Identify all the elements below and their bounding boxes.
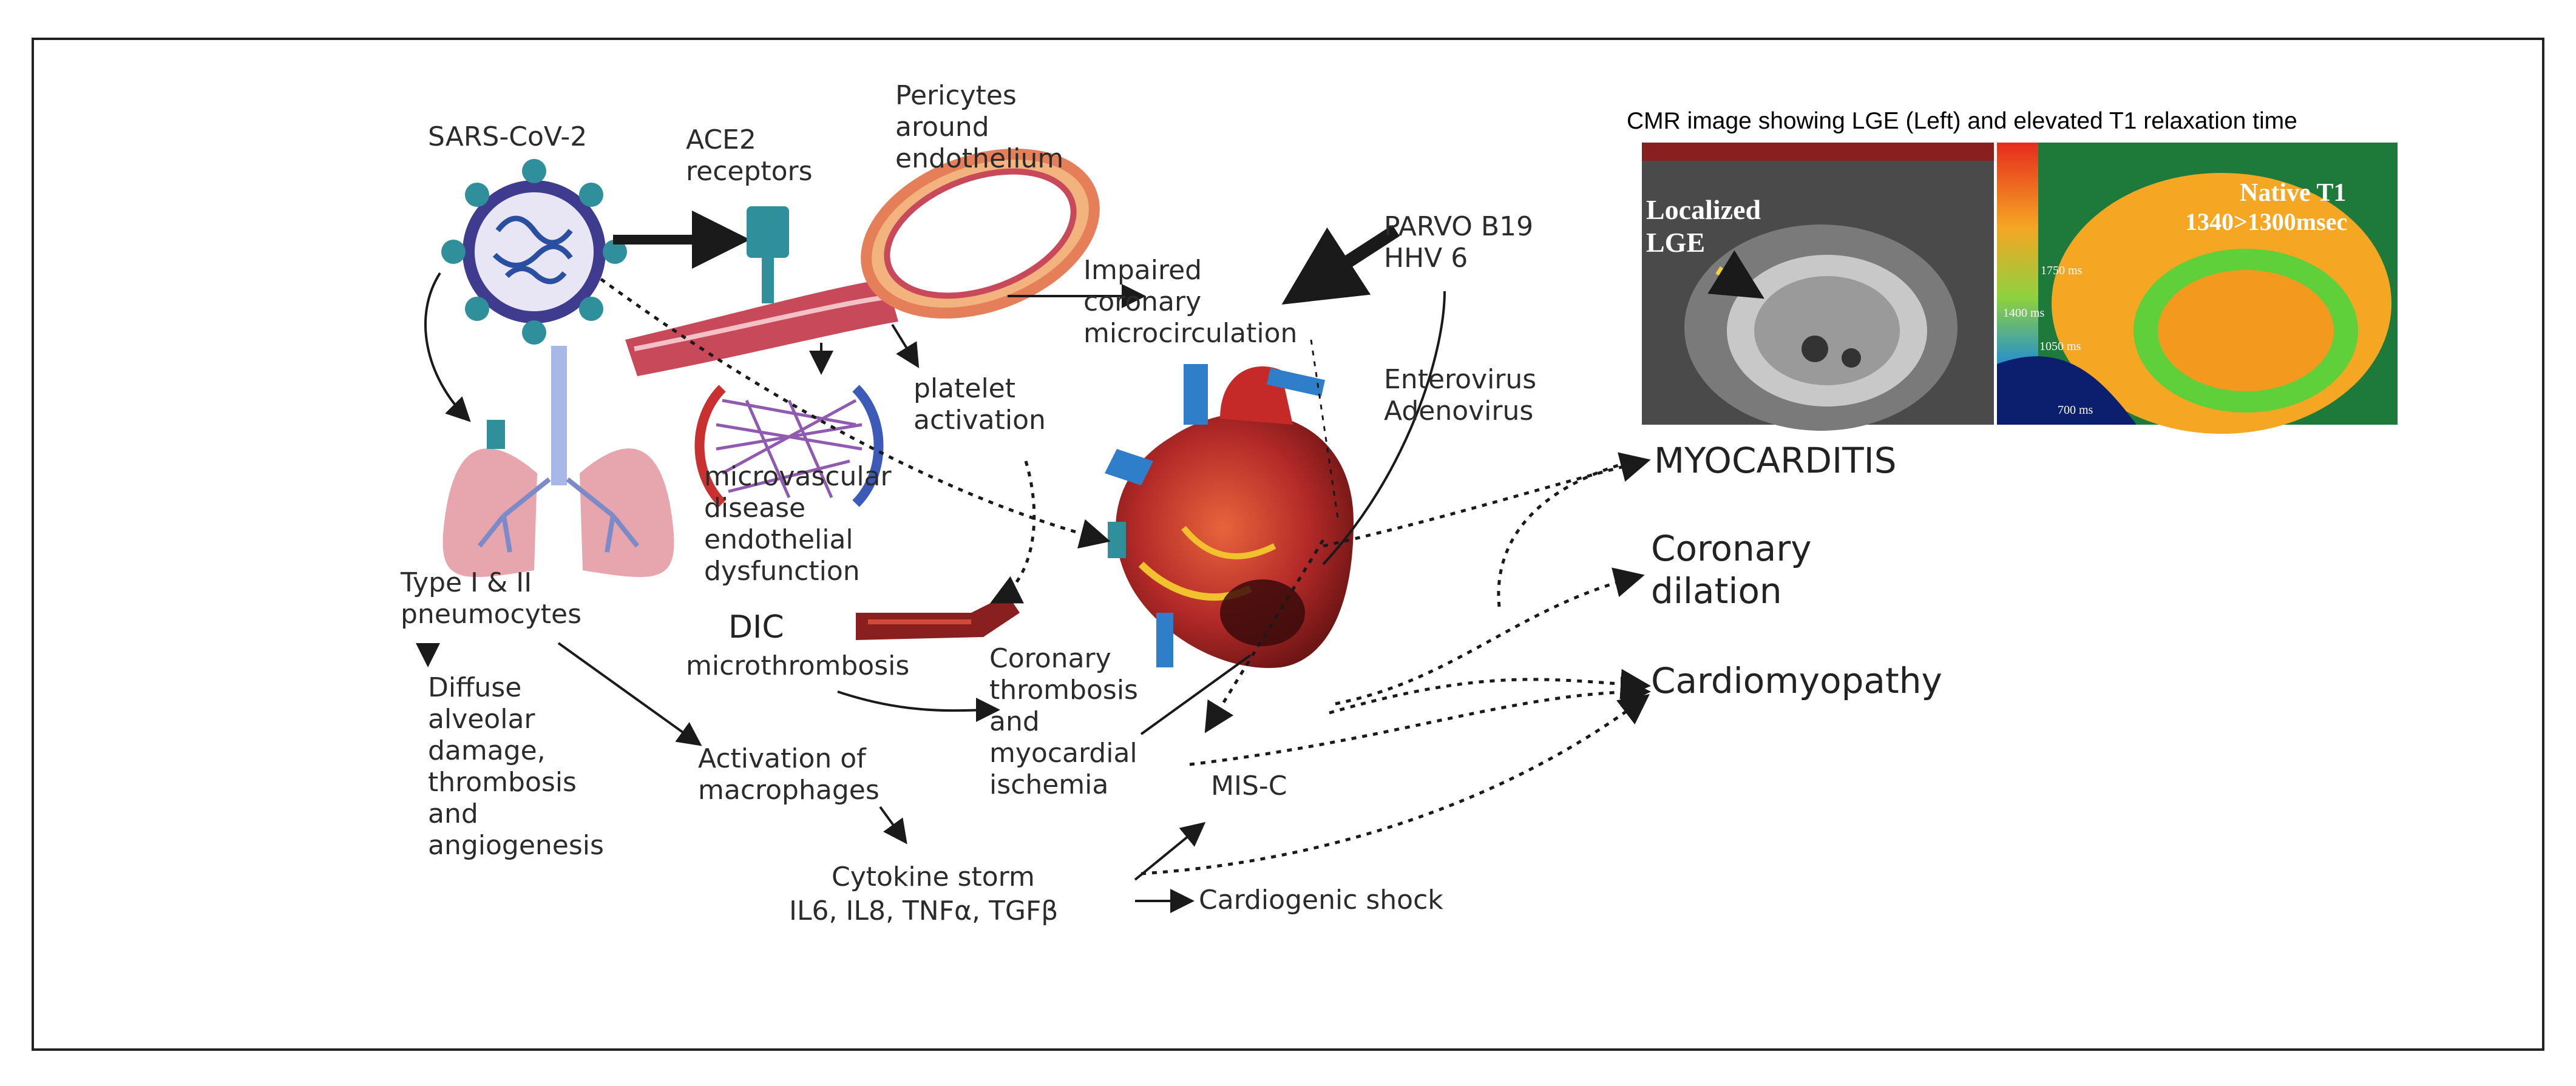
label-impaired-3: microcirculation xyxy=(1083,318,1298,349)
label-enterovirus: Enterovirus xyxy=(1384,364,1537,395)
label-parvo-2: HHV 6 xyxy=(1384,243,1468,274)
heart-icon xyxy=(1105,364,1354,668)
label-diffuse-4: thrombosis xyxy=(428,767,577,798)
cmr-scale-3: 1050 ms xyxy=(2039,340,2081,353)
label-microthrombosis: microthrombosis xyxy=(686,650,910,681)
label-diffuse-3: damage, xyxy=(428,735,546,766)
label-diffuse-1: Diffuse xyxy=(428,672,522,703)
label-diffuse-6: angiogenesis xyxy=(428,830,604,861)
label-coronary-thrombosis-2: thrombosis xyxy=(989,675,1138,706)
label-coronary-dilation-2: dilation xyxy=(1651,570,1782,612)
label-cardiogenic-shock: Cardiogenic shock xyxy=(1199,885,1443,916)
label-platelet-2: activation xyxy=(913,405,1046,436)
cmr-t1-map-image xyxy=(1997,143,2398,434)
label-parvo-1: PARVO B19 xyxy=(1384,211,1534,242)
cmr-t1-label-1: Native T1 xyxy=(2240,179,2347,207)
label-coronary-thrombosis-5: ischemia xyxy=(989,769,1109,800)
label-pericytes-2: around xyxy=(895,112,989,143)
label-diffuse-5: and xyxy=(428,798,478,829)
arrow-parvo-to-heart xyxy=(1281,224,1400,305)
virus-icon xyxy=(441,159,627,345)
label-type-1: Type I & II xyxy=(401,567,532,598)
label-impaired-1: Impaired xyxy=(1083,255,1202,286)
cmr-scale-1: 1750 ms xyxy=(2041,264,2083,277)
cmr-caption: CMR image showing LGE (Left) and elevate… xyxy=(1627,108,2297,134)
cmr-lge-label-1: Localized xyxy=(1646,194,1761,225)
label-microvascular-1: microvascular xyxy=(704,461,892,492)
label-impaired-2: coronary xyxy=(1083,286,1202,317)
lungs-icon xyxy=(442,346,674,578)
capillary-icon xyxy=(694,385,884,507)
clot-vessel-icon xyxy=(856,595,1020,640)
label-diffuse-2: alveolar xyxy=(428,704,535,735)
label-dic: DIC xyxy=(728,609,784,646)
solid-arrows xyxy=(416,272,1446,913)
label-type-2: pneumocytes xyxy=(401,599,582,630)
figure-frame xyxy=(32,38,2544,1051)
label-microvascular-3: endothelial xyxy=(704,524,853,555)
cmr-scale-4: 700 ms xyxy=(2058,403,2093,417)
label-macrophages-2: macrophages xyxy=(698,775,880,806)
label-microvascular-2: disease xyxy=(704,493,806,524)
label-platelet-1: platelet xyxy=(913,373,1015,404)
label-mis-c: MIS-C xyxy=(1211,771,1287,801)
label-adenovirus: Adenovirus xyxy=(1384,396,1534,427)
vessel-icon xyxy=(625,148,1100,376)
cmr-t1-label-2: 1340>1300msec xyxy=(2185,208,2348,235)
cmr-lge-image xyxy=(1642,143,1994,431)
label-cardiomyopathy: Cardiomyopathy xyxy=(1651,660,1942,701)
label-cytokine-storm: Cytokine storm xyxy=(832,862,1035,892)
label-microvascular-4: dysfunction xyxy=(704,556,860,587)
cmr-lge-label-2: LGE xyxy=(1646,227,1706,258)
label-ace2-2: receptors xyxy=(686,156,813,187)
receptor-icon xyxy=(747,206,789,303)
label-coronary-dilation-1: Coronary xyxy=(1651,528,1812,569)
label-coronary-thrombosis-4: myocardial xyxy=(989,738,1137,769)
label-sars-cov-2: SARS-CoV-2 xyxy=(428,121,588,152)
label-coronary-thrombosis-3: and xyxy=(989,706,1040,737)
label-pericytes-3: endothelium xyxy=(895,143,1064,174)
label-ace2-1: ACE2 xyxy=(686,124,756,155)
label-cytokines: IL6, IL8, TNFα, TGFβ xyxy=(789,895,1059,926)
dotted-arrows xyxy=(600,277,1651,875)
label-coronary-thrombosis-1: Coronary xyxy=(989,643,1111,674)
label-pericytes-1: Pericytes xyxy=(895,80,1017,111)
label-macrophages-1: Activation of xyxy=(698,743,866,774)
cmr-scale-2: 1400 ms xyxy=(2003,306,2045,320)
label-myocarditis: MYOCARDITIS xyxy=(1654,440,1897,481)
